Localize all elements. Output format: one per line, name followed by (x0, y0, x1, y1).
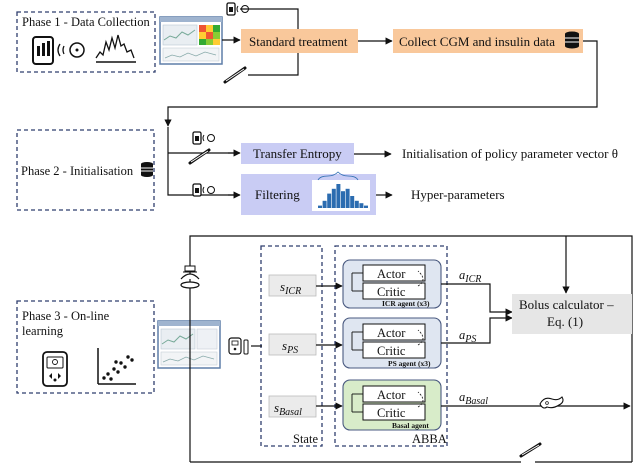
state-icr-label: sICR (280, 279, 301, 297)
ps-critic-label: Critic (377, 344, 406, 358)
phase3-label-line2: learning (22, 324, 64, 338)
action-ps-label: aPS (459, 328, 476, 345)
pump-device-icon (42, 351, 68, 387)
icr-critic-label: Critic (377, 285, 406, 299)
state-label: State (293, 432, 318, 446)
transfer-entropy-label: Transfer Entropy (253, 146, 342, 161)
bolus-calculator-box (512, 294, 632, 334)
app-screenshot-thumbnail-top (159, 16, 223, 65)
phase2-panel: Phase 2 - Initialisation (16, 129, 155, 211)
small-pump-icon-3 (192, 183, 215, 197)
phase1-label: Phase 1 - Data Collection (22, 15, 150, 29)
action-basal-label: aBasal (459, 390, 488, 407)
collect-cgm-box (393, 29, 583, 53)
action-icr-label: aICR (459, 268, 481, 285)
transfer-entropy-box (241, 143, 354, 164)
phase1-panel: Phase 1 - Data Collection (16, 11, 156, 73)
app-screenshot-thumbnail-bottom (157, 320, 221, 369)
icr-agent: Actor Critic ICR agent (x3) (342, 259, 442, 309)
histogram-bar (350, 196, 355, 208)
meal-scale-icon (180, 265, 200, 289)
small-pump-icon-1 (226, 2, 249, 16)
histogram-bar (322, 200, 327, 208)
pancreas-icon (539, 396, 564, 409)
abba-label: ABBA (412, 432, 447, 446)
histogram-bar (341, 191, 345, 208)
glucose-trace-icon (95, 34, 136, 63)
histogram-bar (354, 200, 359, 208)
phase3-panel: Phase 3 - On-line learning (16, 300, 155, 394)
database-icon-1 (565, 31, 579, 49)
insulin-pump-icon (32, 36, 54, 65)
small-pump-icon-4 (228, 337, 249, 355)
database-icon-2 (141, 162, 153, 177)
insulin-pen-icon-3 (519, 442, 542, 458)
histogram-thumbnail (312, 171, 370, 211)
ps-agent-label: PS agent (x3) (388, 359, 431, 368)
init-policy-label: Initialisation of policy parameter vecto… (402, 146, 618, 161)
ps-agent: Actor Critic PS agent (x3) (342, 317, 442, 369)
basal-agent: Actor Critic Basal agent (342, 379, 442, 431)
state-ps-label: sPS (282, 338, 298, 356)
bolus-line1: Bolus calculator – (519, 297, 614, 312)
histogram-bar (345, 188, 350, 208)
histogram-bar (331, 188, 336, 208)
histogram-bar (327, 193, 332, 208)
collect-cgm-label: Collect CGM and insulin data (399, 34, 555, 49)
basal-critic-label: Critic (377, 406, 406, 420)
phase3-label-line1: Phase 3 - On-line (22, 309, 110, 323)
histogram-bar (364, 205, 368, 208)
filtering-label: Filtering (255, 187, 300, 202)
histogram-bar (336, 184, 341, 208)
standard-treatment-label: Standard treatment (249, 34, 348, 49)
basal-agent-label: Basal agent (392, 421, 429, 430)
insulin-pen-icon-1 (223, 66, 247, 84)
basal-actor-label: Actor (377, 388, 406, 402)
bolus-line2: Eq. (1) (547, 314, 583, 329)
standard-treatment-box (241, 29, 358, 53)
insulin-pen-icon-2 (188, 148, 211, 165)
state-basal-label: sBasal (274, 400, 302, 418)
hyper-parameters-label: Hyper-parameters (411, 187, 505, 202)
cgm-sensor-icon (57, 42, 85, 58)
phase2-label: Phase 2 - Initialisation (21, 164, 134, 178)
icr-actor-label: Actor (377, 267, 406, 281)
histogram-bar (318, 205, 322, 208)
small-pump-icon-2 (192, 131, 215, 145)
icr-agent-label: ICR agent (x3) (382, 299, 430, 308)
histogram-bar (359, 203, 364, 208)
ps-actor-label: Actor (377, 326, 406, 340)
scatter-plot-icon (97, 348, 136, 385)
